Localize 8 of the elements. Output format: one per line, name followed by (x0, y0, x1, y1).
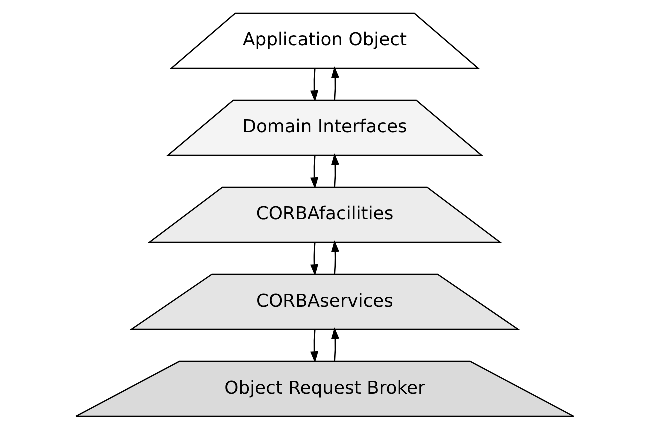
arrow (331, 328, 340, 362)
arrow (310, 242, 319, 276)
arrow (331, 154, 340, 188)
arrow (331, 240, 340, 274)
arrow (310, 330, 319, 364)
arrow (310, 155, 319, 190)
arrow (310, 68, 319, 102)
arrow (331, 66, 340, 100)
